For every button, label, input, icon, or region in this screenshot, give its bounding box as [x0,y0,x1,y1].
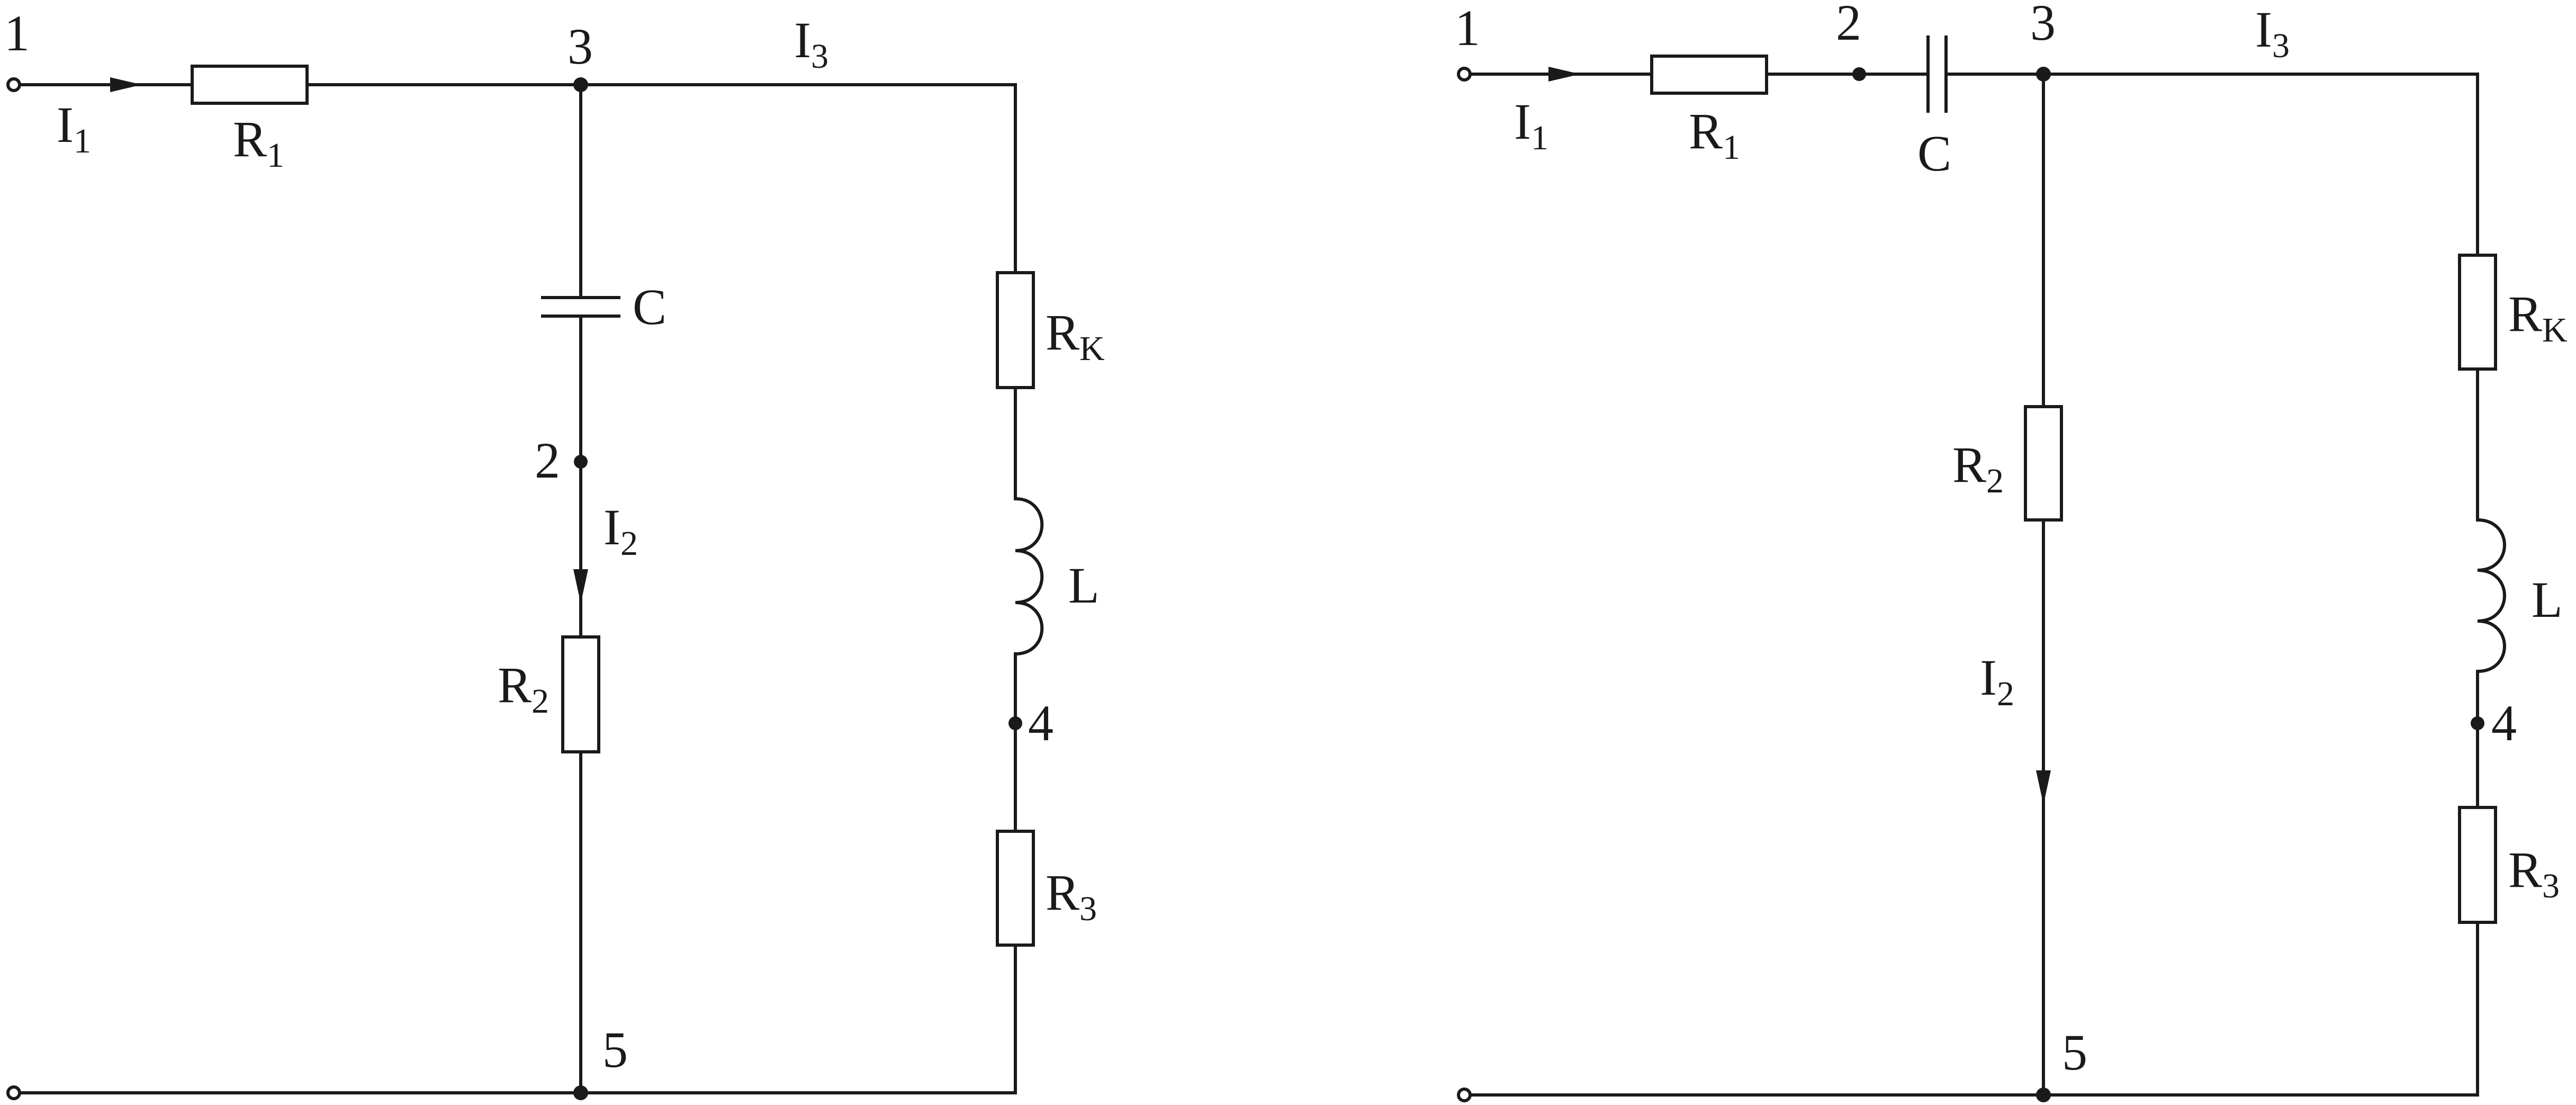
right-terminal-top-icon [1457,67,1472,82]
right-c-label: C [1917,125,1951,182]
left-junction-4 [1008,716,1022,730]
right-l-label: L [2532,571,2563,628]
left-i2-arrow-icon [573,569,588,604]
right-resistor-r3-icon [2458,806,2497,924]
circuit-right: 1 2 3 4 5 I1 I3 I2 R1 C R2 RK L R3 [1455,0,2568,1102]
right-r1-label: R1 [1689,103,1740,167]
right-terminal-bottom-icon [1457,1088,1472,1102]
right-junction-3 [2036,67,2051,82]
left-current-i1-label: I1 [57,96,91,160]
right-node-5-label: 5 [2062,1024,2087,1081]
left-junction-2 [574,455,588,469]
right-inductor-icon [2475,518,2506,673]
right-capacitor-icon [1926,35,1948,113]
left-terminal-top-icon [6,77,21,92]
left-inductor-icon [1013,497,1044,656]
right-current-i2-label: I2 [1980,649,2014,713]
left-junction-5 [573,1085,588,1100]
left-terminal-bottom-icon [6,1085,21,1100]
right-current-i1-label: I1 [1514,93,1548,157]
right-junction-2 [1852,67,1866,81]
right-junction-5 [2036,1088,2051,1102]
left-node-1-label: 1 [4,5,30,61]
right-node-2-label: 2 [1836,0,1861,51]
left-r2-label: R2 [498,657,549,721]
left-r3-label: R3 [1046,864,1097,928]
left-l-label: L [1068,557,1100,614]
right-node-3-label: 3 [2030,0,2056,51]
right-resistor-r1-icon [1650,55,1768,95]
right-resistor-rk-icon [2458,254,2497,371]
left-node-4-label: 4 [1028,695,1053,751]
left-i1-arrow-icon [110,77,142,92]
left-junction-3 [573,77,588,92]
right-node-4-label: 4 [2491,695,2517,751]
left-current-i2-label: I2 [604,499,638,563]
right-current-i3-label: I3 [2255,1,2290,65]
left-resistor-r2-icon [561,635,600,753]
left-resistor-r3-icon [996,830,1035,947]
left-resistor-rk-icon [996,271,1035,389]
left-resistor-r1-icon [191,65,309,105]
right-junction-4 [2471,716,2484,730]
right-r2-label: R2 [1952,436,2004,500]
left-current-i3-label: I3 [794,12,828,76]
right-wires [1469,73,2479,1097]
left-c-label: C [633,279,666,335]
right-r3-label: R3 [2508,841,2560,905]
right-resistor-r2-icon [2024,405,2063,522]
right-i2-arrow-icon [2036,770,2051,805]
left-node-5-label: 5 [602,1021,628,1078]
left-rk-label: RK [1046,304,1105,368]
left-wires [18,83,1017,1094]
right-node-1-label: 1 [1455,0,1480,56]
left-r1-label: R1 [233,111,284,175]
right-rk-label: RK [2508,285,2568,349]
left-node-2-label: 2 [535,432,560,489]
left-node-3-label: 3 [568,18,593,75]
circuit-left: 1 3 2 4 5 I1 I3 I2 R1 C R2 RK L R3 [4,5,1105,1100]
left-capacitor-icon [541,296,620,318]
right-i1-arrow-icon [1548,67,1580,82]
